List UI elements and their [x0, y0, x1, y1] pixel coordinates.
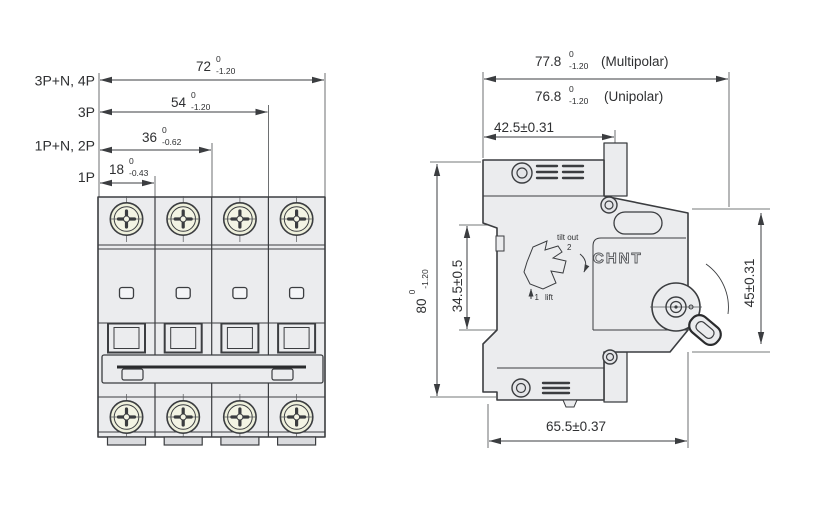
- dim-36-tol-top: 0: [162, 125, 167, 135]
- toggle-swing-arc: [705, 263, 729, 315]
- dim-36-tol-bottom: -0.62: [162, 137, 182, 147]
- dim-80-tol-bottom: -1.20: [420, 269, 430, 289]
- tie-bar-clip: [121, 368, 144, 381]
- tie-bar-clip: [271, 368, 294, 381]
- toggle-lever-inner: [695, 320, 715, 340]
- pole-label-3p: 3P: [78, 104, 95, 120]
- front-extension-lines: [98, 73, 326, 197]
- pole-label-4p: 3P+N, 4P: [35, 73, 95, 89]
- toggle-handle-front: [107, 322, 146, 354]
- dim-76-8-tol-bottom: -1.20: [569, 96, 589, 106]
- dim-77-8-suffix: (Multipolar): [601, 54, 669, 69]
- dim-36-value: 36: [142, 130, 157, 145]
- indicator-window: [232, 286, 248, 300]
- tilt-arrow-icon: [579, 253, 590, 273]
- side-view: 77.8 0 -1.20 (Multipolar) 76.8 0 -1.20 (…: [407, 49, 770, 448]
- vent-slats: [535, 164, 585, 395]
- toggle-lever: [688, 313, 722, 347]
- toggle-handle-front: [277, 322, 317, 354]
- bottom-rib: [562, 399, 578, 408]
- toggle-mechanism: [650, 263, 729, 347]
- dim-42-5-value: 42.5±0.31: [494, 120, 554, 135]
- clip-step2-number: 2: [567, 243, 572, 252]
- dim-72-tol-bottom: -1.20: [216, 66, 236, 76]
- capsule-slot: [613, 211, 663, 235]
- dim-65-5-value: 65.5±0.37: [546, 419, 606, 434]
- mounting-foot: [163, 436, 203, 446]
- indicator-window: [118, 286, 135, 300]
- dim-54-value: 54: [171, 95, 187, 110]
- dim-80-value: 80: [414, 298, 429, 313]
- side-screw-icon: [600, 196, 618, 214]
- side-panel-lines: [483, 195, 688, 369]
- dim-18-value: 18: [109, 162, 124, 177]
- handle-tie-bar: [101, 354, 324, 384]
- toggle-handle-front: [163, 322, 203, 354]
- side-extension-lines: [430, 72, 770, 448]
- dim-77-8-tol-bottom: -1.20: [569, 61, 589, 71]
- toggle-hub-dot: [674, 305, 678, 309]
- din-clip-icon: [523, 240, 567, 290]
- front-view: 72 0 -1.20 54 0 -1.20 36 0 -0.62 18 0 -0…: [35, 54, 326, 446]
- dim-18-tol-top: 0: [129, 156, 134, 166]
- side-screw-icon: [511, 162, 533, 184]
- mounting-foot: [277, 436, 317, 446]
- toggle-lever-outer: [688, 313, 722, 347]
- dim-76-8-value: 76.8: [535, 89, 561, 104]
- tie-bar-body: [101, 354, 324, 384]
- pole-label-2p: 1P+N, 2P: [35, 138, 95, 154]
- toggle-pin: [688, 304, 694, 310]
- top-terminal-block: [603, 142, 628, 197]
- dim-34-5-value: 34.5±0.5: [450, 260, 465, 312]
- toggle-hub-ring2: [669, 300, 683, 314]
- clip-step1-number: 1: [535, 293, 540, 302]
- indicator-window: [288, 286, 305, 300]
- mounting-foot: [220, 436, 260, 446]
- dim-54-tol-top: 0: [191, 90, 196, 100]
- toggle-handle-front: [220, 322, 260, 354]
- indicator-window: [175, 286, 191, 300]
- clip-step1-text: lift: [545, 293, 554, 302]
- side-screw-icon: [602, 349, 618, 365]
- side-screw-icon: [511, 378, 531, 398]
- toggle-hub-ring: [665, 296, 687, 318]
- pole-label-1p: 1P: [78, 169, 95, 185]
- dim-80-tol-top: 0: [407, 289, 417, 294]
- dim-76-8-suffix: (Unipolar): [604, 89, 663, 104]
- pole-separators: [154, 197, 269, 437]
- dim-77-8-tol-top: 0: [569, 49, 574, 59]
- mounting-foot: [106, 436, 147, 446]
- brand-logo: CHNT: [593, 250, 643, 267]
- dim-18-tol-bottom: -0.43: [129, 168, 149, 178]
- dim-76-8-tol-top: 0: [569, 84, 574, 94]
- din-latch: [495, 235, 505, 252]
- dim-54-tol-bottom: -1.20: [191, 102, 211, 112]
- dim-45-value: 45±0.31: [742, 259, 757, 308]
- clip-step2-text: tilt out: [557, 233, 579, 242]
- dim-77-8-value: 77.8: [535, 54, 561, 69]
- dim-72-value: 72: [196, 59, 211, 74]
- dim-72-tol-top: 0: [216, 54, 221, 64]
